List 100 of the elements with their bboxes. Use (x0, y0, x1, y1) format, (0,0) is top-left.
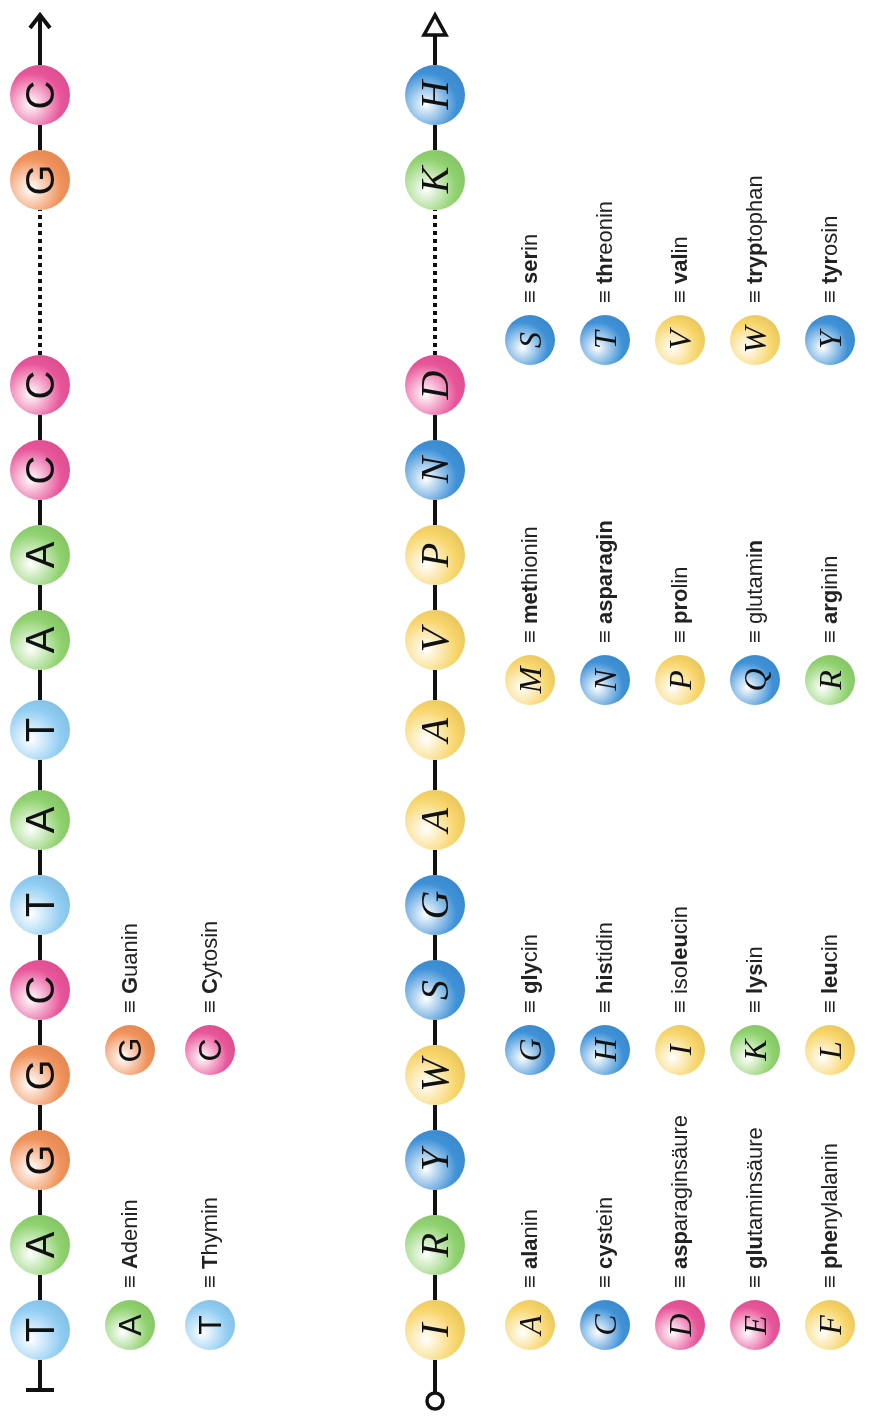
amino-acid-circle: C (580, 1300, 630, 1350)
connector-line (38, 670, 42, 700)
amino-acid-circle: V (405, 610, 465, 670)
base-circle: A (10, 525, 70, 585)
connector-line (38, 1105, 42, 1130)
base-circle: A (105, 1300, 155, 1350)
legend-entry-text: ≡ cystein (592, 1196, 618, 1288)
base-circle: T (10, 1300, 70, 1360)
legend-entry-text: ≡ tyrosin (817, 215, 843, 303)
connector-line (38, 125, 42, 150)
legend-entry-text: ≡ alanin (517, 1209, 543, 1288)
legend-entry-text: ≡ glutamin (742, 539, 768, 643)
legend-entry-text: ≡ asparagin (592, 520, 618, 643)
base-circle: C (10, 960, 70, 1020)
legend-entry-text: ≡ phenylalanin (817, 1143, 843, 1288)
amino-acid-circle: D (405, 355, 465, 415)
amino-acid-circle: A (405, 700, 465, 760)
amino-acid-circle: N (405, 440, 465, 500)
connector-line (38, 210, 42, 355)
legend-entry-text: ≡ Thymin (197, 1196, 223, 1288)
amino-acid-circle: R (805, 655, 855, 705)
legend-entry-text: ≡ isoleucin (667, 906, 693, 1013)
connector-line (433, 1275, 437, 1300)
legend-entry-text: ≡ leucin (817, 934, 843, 1013)
connector-line (38, 1275, 42, 1300)
legend-entry-text: ≡ serin (517, 233, 543, 303)
amino-acid-circle: Q (730, 655, 780, 705)
base-circle: C (10, 65, 70, 125)
base-circle: A (10, 610, 70, 670)
amino-acid-circle: Y (805, 315, 855, 365)
amino-acid-circle: W (405, 1045, 465, 1105)
legend-entry-text: ≡ prolin (667, 566, 693, 643)
base-circle: A (10, 790, 70, 850)
legend-entry-text: ≡ histidin (592, 921, 618, 1013)
connector-line (433, 850, 437, 875)
legend-entry-text: ≡ Adenin (117, 1199, 143, 1288)
amino-acid-circle: I (655, 1025, 705, 1075)
amino-acid-circle: H (405, 65, 465, 125)
legend-entry-text: ≡ threonin (592, 200, 618, 303)
amino-acid-circle: K (405, 150, 465, 210)
legend-entry-text: ≡ glutaminsäure (742, 1127, 768, 1288)
base-circle: G (10, 1045, 70, 1105)
arrow (28, 13, 52, 65)
legend-entry-text: ≡ methionin (517, 526, 543, 643)
connector-line (433, 125, 437, 150)
amino-acid-circle: K (730, 1025, 780, 1075)
base-circle: G (10, 150, 70, 210)
legend-entry-text: ≡ tryptophan (742, 175, 768, 303)
legend-entry-text: ≡ valin (667, 236, 693, 303)
legend-entry-text: ≡ Cytosin (197, 920, 223, 1013)
amino-acid-circle: S (405, 960, 465, 1020)
base-circle: T (10, 700, 70, 760)
connector-line (38, 1190, 42, 1215)
amino-acid-circle: N (580, 655, 630, 705)
amino-acid-circle: H (580, 1025, 630, 1075)
base-circle: A (10, 1215, 70, 1275)
base-circle: C (10, 440, 70, 500)
base-circle: C (185, 1025, 235, 1075)
base-circle: C (10, 355, 70, 415)
connector-line (433, 1190, 437, 1215)
connector-line (433, 500, 437, 525)
amino-acid-circle: S (505, 315, 555, 365)
amino-acid-circle: R (405, 1215, 465, 1275)
amino-acid-circle: D (655, 1300, 705, 1350)
legend-entry-text: ≡ asparaginsäure (667, 1114, 693, 1288)
connector-line (433, 1105, 437, 1130)
arrow (422, 13, 448, 65)
amino-acid-circle: T (580, 315, 630, 365)
legend-entry-text: ≡ Guanin (117, 923, 143, 1013)
legend-entry-text: ≡ glycin (517, 934, 543, 1013)
amino-acid-circle: W (730, 315, 780, 365)
connector-line (38, 850, 42, 875)
connector-line (433, 210, 437, 355)
base-circle: T (185, 1300, 235, 1350)
amino-acid-circle: P (655, 655, 705, 705)
amino-acid-circle: M (505, 655, 555, 705)
connector-line (38, 500, 42, 525)
connector-line (433, 670, 437, 700)
connector-line (433, 760, 437, 790)
connector-line (38, 415, 42, 440)
connector-line (433, 415, 437, 440)
connector-line (433, 935, 437, 960)
base-circle: T (10, 875, 70, 935)
connector-line (433, 585, 437, 610)
amino-acid-circle: A (405, 790, 465, 850)
connector-line (38, 760, 42, 790)
amino-acid-circle: G (405, 875, 465, 935)
amino-acid-circle: L (805, 1025, 855, 1075)
connector-line (38, 935, 42, 960)
amino-acid-circle: V (655, 315, 705, 365)
amino-acid-circle: P (405, 525, 465, 585)
amino-acid-circle: E (730, 1300, 780, 1350)
connector-line (38, 585, 42, 610)
base-circle: G (10, 1130, 70, 1190)
amino-acid-circle: G (505, 1025, 555, 1075)
connector-line (433, 1020, 437, 1045)
base-circle: G (105, 1025, 155, 1075)
connector-line (38, 1020, 42, 1045)
legend-entry-text: ≡ arginin (817, 555, 843, 643)
amino-acid-circle: I (405, 1300, 465, 1360)
